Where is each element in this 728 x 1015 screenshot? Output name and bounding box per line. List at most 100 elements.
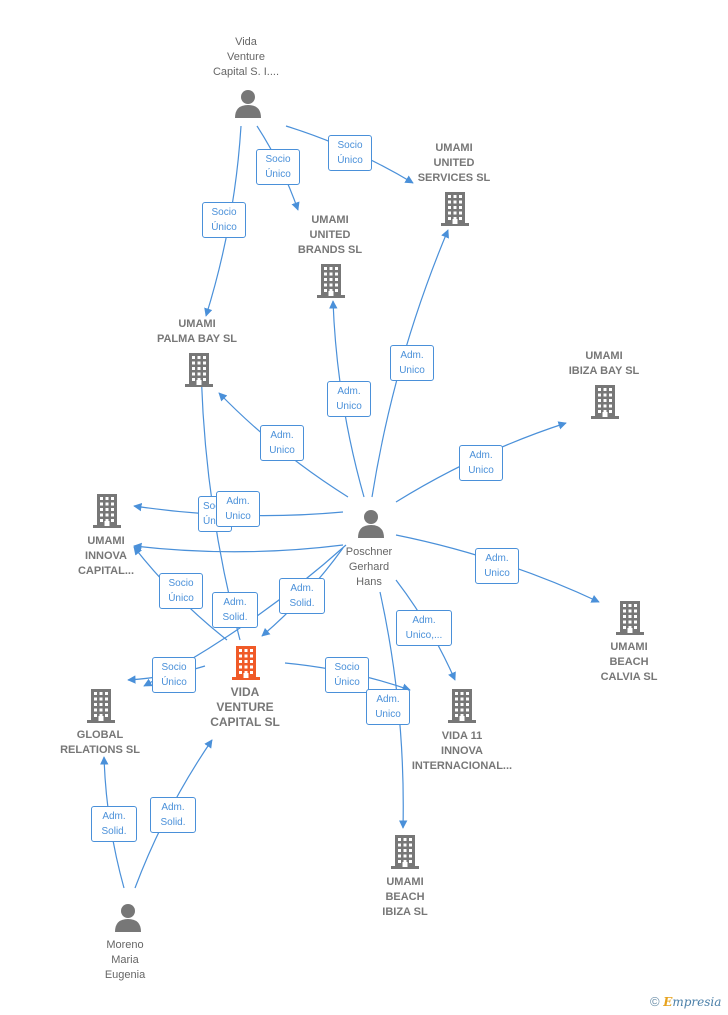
- edge-label-adm-unico-more[interactable]: Adm. Unico,...: [396, 610, 452, 646]
- edge-label-adm-unico[interactable]: Adm. Unico: [327, 381, 371, 417]
- node-label-line: INNOVA: [85, 550, 127, 562]
- person-icon[interactable]: [356, 508, 386, 543]
- edge-label-line: Unico: [375, 709, 401, 720]
- node-label-line: INNOVA: [441, 745, 483, 757]
- node-label-line: Capital S. I....: [212, 66, 280, 78]
- node-label-line: VENTURE: [216, 700, 274, 714]
- edge-label-line: Solid.: [289, 598, 315, 609]
- copyright-symbol: ©: [650, 994, 660, 1009]
- edge-label-line: Adm.: [290, 583, 314, 594]
- company-building-icon[interactable]: [87, 689, 115, 728]
- edge-label-line: Único: [334, 677, 360, 688]
- company-building-icon[interactable]: [317, 264, 345, 303]
- edge-label-adm-solid[interactable]: Adm. Solid.: [150, 797, 196, 833]
- edge-label-line: Socio: [161, 662, 187, 673]
- node-label-line: Poschner: [345, 546, 393, 558]
- main-company-building-icon[interactable]: [232, 646, 260, 685]
- node-label-line: Hans: [356, 576, 382, 588]
- edge-label-line: Adm.: [337, 386, 361, 397]
- node-label-umami-ibiza-bay[interactable]: UMAMI IBIZA BAY SL: [529, 349, 679, 379]
- node-label-line: Vida: [235, 36, 257, 48]
- node-label-line: IBIZA SL: [382, 906, 428, 918]
- node-label-line: BRANDS SL: [297, 244, 363, 256]
- edge-label-line: Adm.: [376, 694, 400, 705]
- edge-label-line: Unico,...: [405, 630, 443, 641]
- node-label-line: Venture: [227, 51, 265, 63]
- company-building-icon[interactable]: [185, 353, 213, 392]
- company-building-icon[interactable]: [448, 689, 476, 728]
- node-label-line: UNITED: [433, 157, 475, 169]
- edge-label-line: Unico: [399, 365, 425, 376]
- edge-label-line: Socio: [203, 499, 228, 514]
- node-label-line: UMAMI: [610, 641, 648, 653]
- edge-label-line: Solid.: [222, 612, 248, 623]
- node-label-line: RELATIONS SL: [60, 744, 140, 756]
- node-label-line: CAPITAL...: [77, 565, 134, 577]
- edge-label-line: Unico: [225, 511, 251, 522]
- edge-label-line: Socio: [265, 154, 291, 165]
- edge-label-adm-solid[interactable]: Adm. Solid.: [279, 578, 325, 614]
- node-label-line: Eugenia: [104, 969, 146, 981]
- edge-label-line: Solid.: [160, 817, 186, 828]
- edge-label-line: Socio: [168, 578, 194, 589]
- node-label-line: Gerhard: [348, 561, 390, 573]
- person-icon[interactable]: [233, 88, 263, 123]
- edge-label-line: Unico: [336, 401, 362, 412]
- company-building-icon[interactable]: [616, 601, 644, 640]
- edge-label-line: Único: [337, 155, 363, 166]
- edge-label-adm-unico[interactable]: Adm. Unico: [366, 689, 410, 725]
- edge-label-line: Único: [265, 169, 291, 180]
- edge-label-line: Único: [203, 514, 229, 529]
- node-label-line: IBIZA BAY SL: [568, 365, 640, 377]
- node-label-global-relations[interactable]: GLOBAL RELATIONS SL: [25, 728, 175, 758]
- node-label-line: Maria: [111, 954, 139, 966]
- edge-label-line: Adm.: [485, 553, 509, 564]
- node-label-line: BEACH: [385, 891, 425, 903]
- company-building-icon[interactable]: [391, 835, 419, 874]
- person-icon[interactable]: [113, 902, 143, 937]
- company-building-icon[interactable]: [591, 385, 619, 424]
- edge-label-line: Adm.: [469, 450, 493, 461]
- node-label-line: INTERNACIONAL...: [411, 760, 513, 772]
- edge-label-adm-unico[interactable]: Adm.Unico: [216, 491, 260, 527]
- company-building-icon[interactable]: [93, 494, 121, 533]
- company-building-icon[interactable]: [441, 192, 469, 231]
- edge-label-line: Adm.: [102, 811, 126, 822]
- edge-label-line: Socio: [211, 207, 237, 218]
- edge-label-adm-unico[interactable]: Adm.Unico: [260, 425, 304, 461]
- edge-label-adm-solid[interactable]: Adm. Solid.: [91, 806, 137, 842]
- edge-label-adm-unico[interactable]: Adm.Unico: [390, 345, 434, 381]
- edge-label-adm-unico[interactable]: Adm.Unico: [475, 548, 519, 584]
- node-label-line: GLOBAL: [76, 729, 124, 741]
- edge-label-line: Adm.: [412, 615, 436, 626]
- node-label-line: UMAMI: [585, 350, 623, 362]
- edge-label-line: Socio: [337, 140, 363, 151]
- empresia-logo: Empresia: [663, 995, 722, 1009]
- edge-label-line: Único: [211, 222, 237, 233]
- node-label-line: BEACH: [609, 656, 649, 668]
- node-label-line: PALMA BAY SL: [156, 333, 238, 345]
- edge-label-line: Adm.: [223, 597, 247, 608]
- node-label-line: UMAMI: [435, 142, 473, 154]
- edge-label-line: Solid.: [101, 826, 127, 837]
- edge-label-adm-solid[interactable]: Adm. Solid.: [212, 592, 258, 628]
- edge-label-line: Adm.: [161, 802, 185, 813]
- edge-label-adm-unico[interactable]: Adm.Unico: [459, 445, 503, 481]
